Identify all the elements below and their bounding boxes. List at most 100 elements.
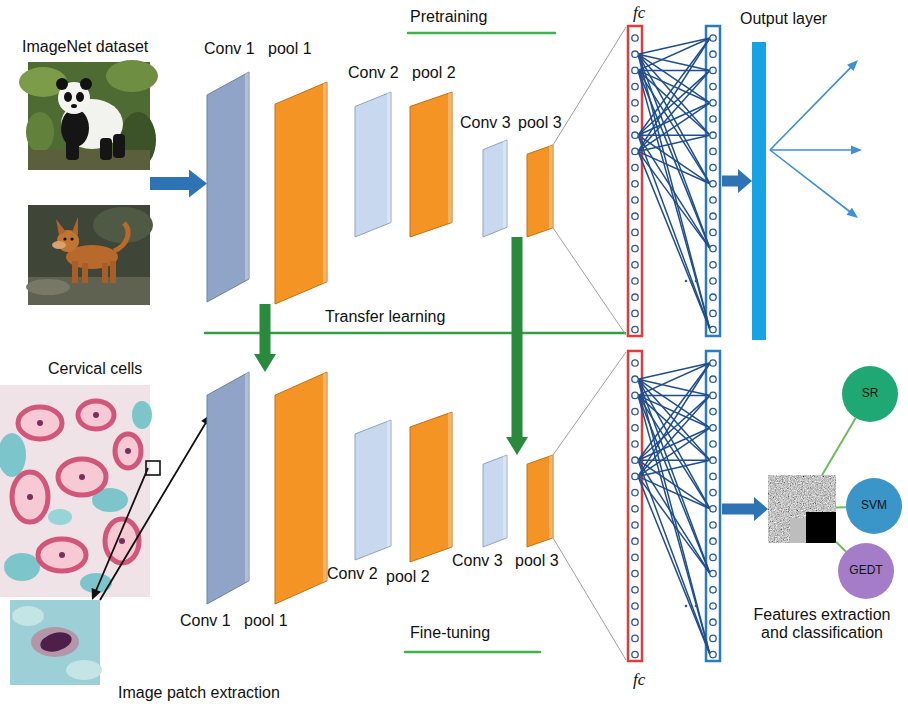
cervical-photo: [37, 420, 43, 426]
fc-neurons: [710, 489, 716, 495]
pool-layer: pool 3: [527, 145, 553, 237]
cervical-photo: [79, 474, 85, 480]
panda-photo: [56, 78, 68, 90]
fc-neurons: [638, 395, 710, 460]
fc-neurons: [632, 51, 638, 57]
fc-neurons: [632, 473, 638, 479]
layer-label: pool 1: [244, 612, 288, 630]
fc-neurons: [710, 408, 716, 414]
fc-neurons: [710, 326, 716, 332]
conv-layer: Conv 3: [483, 455, 507, 547]
fc-neurons: [710, 148, 716, 154]
fc-neurons: [710, 245, 716, 251]
cervical-photo: [0, 385, 160, 597]
arrow: [150, 170, 207, 198]
layer-slab: [527, 455, 553, 547]
fc-neurons: [628, 26, 720, 336]
pool-layer: pool 2: [410, 412, 452, 562]
layer-face: [207, 372, 249, 604]
section-title-box: Fine-tuning: [410, 624, 490, 642]
fc-neurons: [710, 473, 716, 479]
fc-neurons: [638, 70, 710, 72]
patch-photo: [10, 600, 102, 685]
fc-neurons: [632, 278, 638, 284]
layer-label: fc: [633, 3, 645, 23]
fc-neurons: [638, 395, 710, 476]
layer-edge: [387, 92, 391, 223]
fc-neurons: [632, 116, 638, 122]
fc-neurons: [632, 587, 638, 593]
cervical-photo: [27, 412, 131, 558]
fc-neurons: [638, 476, 710, 573]
fc-neurons: [638, 379, 710, 573]
section-rule: [405, 651, 540, 654]
cervical-photo: [132, 401, 152, 429]
pool-layer: pool 1: [275, 372, 327, 604]
layer-slab: [355, 92, 391, 237]
fc-neurons: [632, 506, 638, 512]
fc-neurons: [685, 280, 688, 283]
dog-photo: [26, 205, 153, 305]
layer-edge: [448, 92, 452, 223]
section-rule: [408, 32, 555, 35]
classifier-circle: GEDT: [838, 543, 894, 599]
classifier-circle: SVM: [846, 478, 902, 534]
fc-neurons: [632, 132, 638, 138]
fc-neurons: [710, 278, 716, 284]
fc-layer: fc: [626, 350, 722, 662]
feature-map: [768, 475, 836, 543]
panda-photo: [100, 138, 112, 160]
circle-fill: [842, 366, 898, 422]
section-rule: [205, 33, 625, 652]
layer-face: [527, 145, 553, 237]
fc-neurons: [710, 51, 716, 57]
fc-neurons: [695, 605, 698, 608]
fc-neurons: [632, 262, 638, 268]
layer-slab: [355, 420, 391, 560]
fc-neurons: [638, 38, 710, 151]
layer-face: [355, 420, 391, 560]
fc-neurons: [638, 70, 710, 135]
conv-layer: Conv 3: [483, 140, 507, 237]
network-detail: [628, 26, 862, 661]
classifier-name: SVM: [861, 499, 887, 513]
circle-fill: [846, 478, 902, 534]
connector-line: [822, 418, 856, 475]
arrow: [99, 414, 211, 601]
fc-neurons: [638, 54, 710, 248]
fc-neurons: [638, 38, 710, 135]
fc-neurons: [710, 425, 716, 431]
fc-neurons: [710, 570, 716, 576]
layer-slab: [275, 372, 327, 604]
layer-edge: [503, 140, 507, 228]
feature-map: Features extraction and classification: [768, 475, 836, 543]
fc-neurons: [632, 489, 638, 495]
fc-neurons: [638, 395, 710, 460]
fc-neurons: [638, 428, 710, 477]
fc-neurons: [710, 197, 716, 203]
fc-neurons: [710, 229, 716, 235]
layer-edge: [549, 145, 553, 228]
layer-slab: [207, 372, 249, 604]
dog-photo: [114, 223, 128, 251]
dog-photo: [102, 263, 108, 283]
fc-neurons: [710, 35, 716, 41]
layer-face: [527, 455, 553, 547]
layer-slab: [527, 145, 553, 237]
fc-neurons: [632, 213, 638, 219]
cervical-photo: [38, 539, 86, 571]
fc-neurons: [710, 67, 716, 73]
fc-neurons: [638, 103, 710, 135]
arrow: [722, 169, 752, 193]
fc-neurons: [710, 132, 716, 138]
layer-label: fc: [633, 670, 645, 690]
fc-neurons: [632, 619, 638, 625]
cervical-photo: [78, 401, 114, 429]
layer-label: pool 2: [386, 568, 430, 586]
layer-label: Conv 3: [452, 552, 503, 570]
panda-photo: [113, 134, 125, 158]
panda-photo: [76, 92, 84, 102]
fc-neurons: [632, 245, 638, 251]
fc-neurons: [638, 151, 710, 329]
